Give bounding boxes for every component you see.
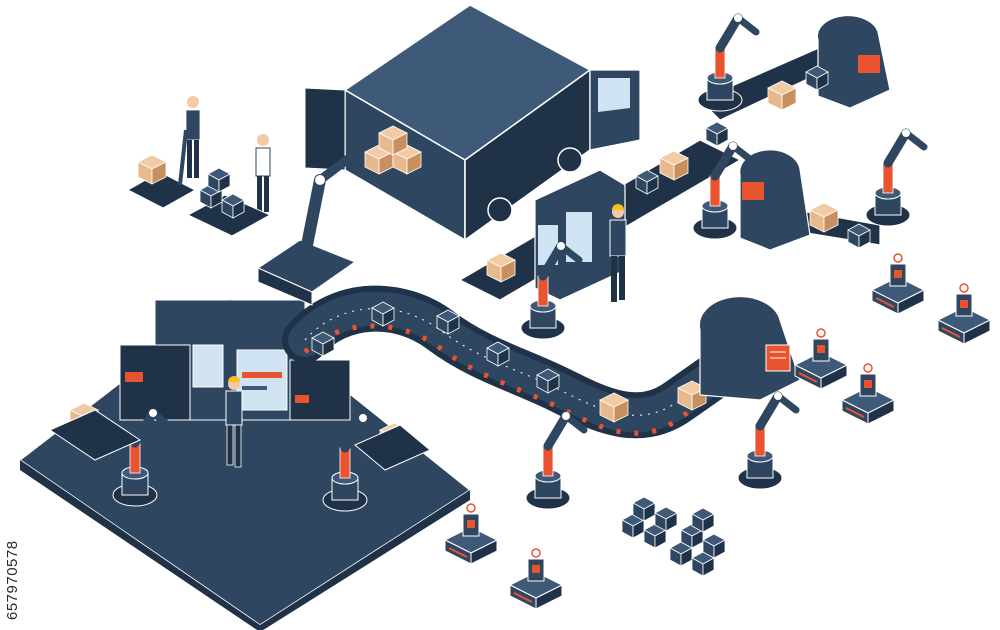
robot-arm-icon [738, 392, 796, 489]
control-panel-left [125, 344, 309, 411]
warehouse-worker-icon [255, 134, 271, 212]
side-conveyor [48, 409, 431, 471]
control-cabinet [534, 169, 626, 301]
svg-text:Adobe Stock: Adobe Stock [840, 453, 963, 475]
robot-arm-icon [866, 129, 924, 226]
agv-robot-icon [871, 253, 925, 315]
scanner-gate [698, 295, 801, 401]
loader-robot [256, 145, 365, 306]
agv-robot-icon [841, 363, 895, 425]
factory-platform [18, 297, 472, 630]
stock-id-label: 657970578 [4, 540, 21, 620]
inspection-gate [739, 149, 811, 251]
operator-worker-icon [225, 376, 243, 468]
inspection-gate [816, 15, 891, 109]
pallet-stack [669, 507, 726, 577]
pallet-stack [621, 496, 678, 549]
agv-robot-icon [509, 548, 563, 610]
conveyor-cube-icon [705, 121, 729, 147]
robot-arm-icon [526, 412, 584, 509]
delivery-truck [304, 4, 641, 242]
warehouse-worker-icon [185, 96, 201, 178]
svg-text:Adobe Stock: Adobe Stock [560, 313, 683, 335]
agv-robot-icon [937, 283, 991, 345]
svg-text:Adobe Stock: Adobe Stock [330, 18, 453, 40]
agv-robot-icon [794, 328, 848, 390]
supervisor-worker-icon [609, 204, 627, 302]
agv-robot-icon [444, 503, 498, 565]
